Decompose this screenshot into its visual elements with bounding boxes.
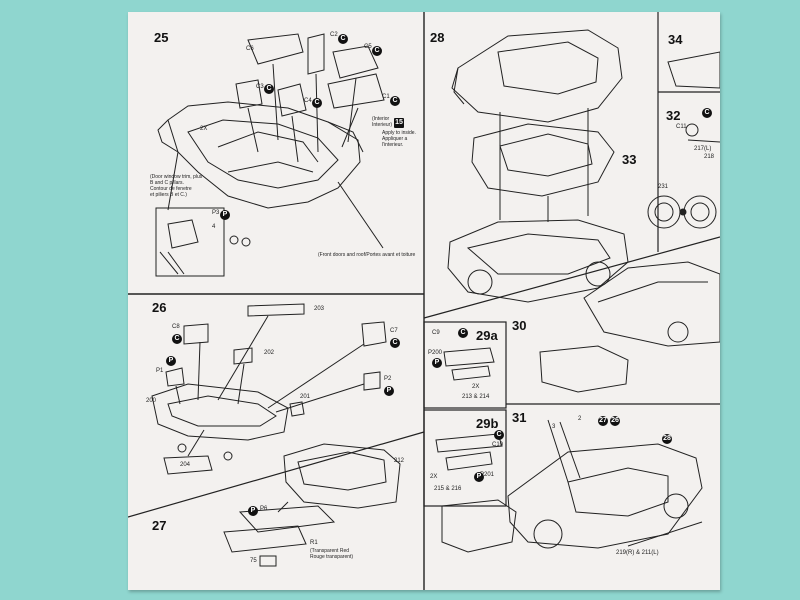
step-ref-badge: 27 bbox=[598, 416, 608, 426]
step-29a-number: 29a bbox=[476, 328, 498, 343]
step-ref-badge: 26 bbox=[610, 416, 620, 426]
step-32-number: 32 bbox=[666, 108, 681, 123]
part-label: 2 bbox=[578, 416, 582, 422]
c-badge: C bbox=[390, 338, 400, 348]
step-25-number: 25 bbox=[154, 30, 169, 45]
part-label: C2 bbox=[330, 32, 338, 38]
c-badge: C bbox=[494, 430, 504, 440]
front-doors-note: (Front doors and roof/Portes avant et to… bbox=[318, 252, 416, 258]
step-27-number: 27 bbox=[152, 518, 167, 533]
c-badge: C bbox=[264, 84, 274, 94]
part-label: P6 bbox=[260, 506, 268, 512]
part-label: 204 bbox=[180, 462, 191, 468]
part-label: 213 & 214 bbox=[462, 394, 490, 400]
part-label: 219(R) & 211(L) bbox=[616, 550, 659, 556]
part-label: C7 bbox=[390, 328, 398, 334]
part-label: 215 & 216 bbox=[434, 486, 462, 492]
step-ref-badge: 28 bbox=[662, 434, 672, 444]
part-label: 218 bbox=[704, 154, 715, 160]
c-badge: C bbox=[390, 96, 400, 106]
part-label: 202 bbox=[264, 350, 275, 356]
c-badge: C bbox=[338, 34, 348, 44]
part-label: 2X bbox=[200, 126, 208, 132]
step-31-number: 31 bbox=[512, 410, 527, 425]
part-label: 203 bbox=[314, 306, 325, 312]
c-badge: C bbox=[172, 334, 182, 344]
p-badge: P bbox=[384, 386, 394, 396]
part-label: C4 bbox=[304, 98, 312, 104]
interior-note: (Interior Interieur) bbox=[372, 116, 393, 128]
part-label: 212 bbox=[394, 458, 405, 464]
part-label: P201 bbox=[480, 472, 495, 478]
apply-inside-note: Apply to inside. Appliquer a l'interieur… bbox=[382, 130, 416, 148]
part-label: 201 bbox=[300, 394, 311, 400]
p-badge: P bbox=[432, 358, 442, 368]
step-26-number: 26 bbox=[152, 300, 167, 315]
c-badge: C bbox=[372, 46, 382, 56]
transparent-red-note: (Transparent Red Rouge transparent) bbox=[310, 548, 354, 560]
step-34-number: 34 bbox=[668, 32, 683, 47]
part-label: 217(L) bbox=[694, 146, 712, 152]
instruction-sheet: 25 26 27 28 29a 29b 30 31 32 33 34 C6 C2… bbox=[128, 12, 720, 590]
part-label: C10 bbox=[492, 442, 504, 448]
step-29b-number: 29b bbox=[476, 416, 499, 431]
p-badge: P bbox=[474, 472, 484, 482]
step-28-number: 28 bbox=[430, 30, 445, 45]
part-label: C9 bbox=[432, 330, 440, 336]
part-label: C8 bbox=[172, 324, 180, 330]
instruction-linework bbox=[128, 12, 720, 590]
part-label: 2X bbox=[472, 384, 480, 390]
c-badge: C bbox=[312, 98, 322, 108]
part-label: 4 bbox=[212, 224, 216, 230]
window-trim-note: (Door window trim, plus B and C pillars.… bbox=[150, 174, 203, 198]
part-label: 75 bbox=[250, 558, 257, 564]
part-label: 231 bbox=[658, 184, 669, 190]
part-label: 200 bbox=[146, 398, 157, 404]
c-badge: C bbox=[458, 328, 468, 338]
part-label: C11 bbox=[676, 124, 687, 130]
step-33-number: 33 bbox=[622, 152, 637, 167]
c-badge: C bbox=[702, 108, 712, 118]
part-label: 3 bbox=[552, 424, 556, 430]
p-badge: P bbox=[220, 210, 230, 220]
step-30-number: 30 bbox=[512, 318, 527, 333]
paint-15-badge: 15 bbox=[394, 118, 404, 128]
part-label: P2 bbox=[384, 376, 392, 382]
part-label: R1 bbox=[310, 540, 318, 546]
part-label: C3 bbox=[256, 84, 264, 90]
part-label: 2X bbox=[430, 474, 438, 480]
part-label: P3 bbox=[212, 210, 220, 216]
part-label: C1 bbox=[382, 94, 390, 100]
part-label: C5 bbox=[364, 44, 372, 50]
part-label: C6 bbox=[246, 46, 254, 52]
p-badge: P bbox=[248, 506, 258, 516]
part-label: P1 bbox=[156, 368, 164, 374]
p-badge: P bbox=[166, 356, 176, 366]
part-label: P200 bbox=[428, 350, 443, 356]
